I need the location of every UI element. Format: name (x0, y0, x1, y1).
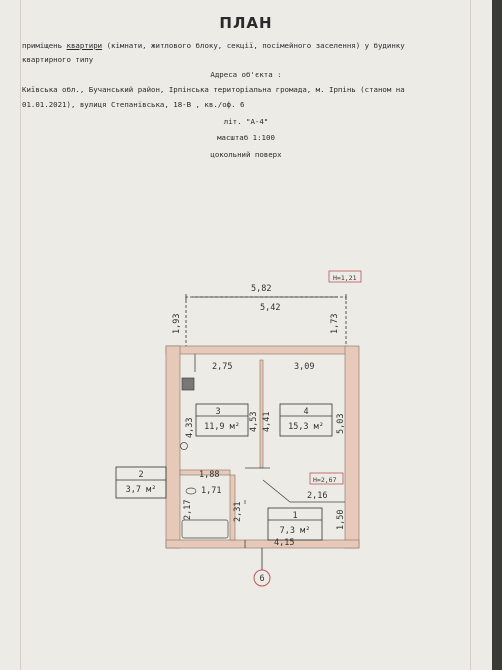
address-label: Адреса об'єкта : (210, 70, 282, 79)
wall-bottom (165, 539, 360, 549)
address-line-2: 01.01.2021), вулиця Степанівська, 18-В ,… (22, 100, 245, 109)
wall-left (165, 345, 181, 549)
premises-word: приміщень (22, 41, 63, 50)
height-interior: H=2,67 (313, 476, 337, 484)
dim-171: 1,71 (201, 486, 221, 496)
address-line-1: Київська обл., Бучанський район, Ірпінсь… (22, 85, 405, 94)
header-line-1-rest: (кімнати, житлового блоку, секції, посім… (106, 41, 405, 50)
dim-188: 1,88 (199, 470, 219, 480)
sink-icon (180, 442, 188, 450)
dim-503: 5,03 (336, 414, 346, 434)
scale-label: масштаб 1:100 (217, 133, 275, 142)
height-badges (309, 270, 362, 485)
dim-top-inner: 5,42 (260, 303, 280, 313)
entrance-number: 6 (259, 574, 264, 584)
apartment-word: квартири (66, 41, 103, 50)
toilet-icon (185, 487, 197, 495)
floor-label: цокольний поверх (210, 150, 282, 159)
room-3-area: 11,9 м² (204, 422, 240, 432)
room-box-4 (279, 403, 333, 437)
header-line-1: приміщень квартири (кімнати, житлового б… (22, 41, 405, 50)
height-balcony: H=1,21 (333, 274, 357, 282)
balcony-outline (185, 294, 347, 348)
room-box-1 (267, 507, 323, 541)
dim-right-balcony: 1,73 (330, 314, 340, 334)
room-box-3 (195, 403, 249, 437)
wall-right (344, 345, 360, 549)
wall-bath-top (179, 469, 231, 476)
dim-150: 1,50 (336, 510, 346, 530)
dim-275: 2,75 (212, 362, 232, 372)
walls (165, 345, 360, 549)
wall-top (165, 345, 349, 355)
room-4-number: 4 (303, 407, 308, 417)
interior-lines (194, 354, 345, 548)
margin-line-right (470, 0, 471, 670)
dim-216: 2,16 (307, 491, 327, 501)
room-2-area: 3,7 м² (126, 485, 157, 495)
room-boxes (115, 403, 333, 541)
dim-433: 4,33 (185, 418, 195, 438)
dim-453: 4,53 (249, 412, 259, 432)
dim-309: 3,09 (294, 362, 314, 372)
margin-line-left (20, 0, 21, 670)
dim-left-balcony: 1,93 (172, 314, 182, 334)
wall-bath-right (229, 474, 236, 541)
dim-217: 2,17 (183, 500, 193, 520)
dim-415: 4,15 (274, 538, 294, 548)
stove-icon (181, 377, 195, 391)
room-1-number: 1 (292, 511, 297, 521)
room-1-area: 7,3 м² (280, 526, 311, 536)
dim-231: 2,31 (233, 502, 243, 522)
lit-label: літ. "А-4" (223, 117, 269, 126)
dim-441: 4,41 (262, 412, 272, 432)
room-4-area: 15,3 м² (288, 422, 324, 432)
room-3-number: 3 (215, 407, 220, 417)
fixtures (180, 377, 229, 539)
page-title: ПЛАН (219, 14, 273, 32)
room-box-2 (115, 466, 167, 499)
bathtub-icon (181, 519, 229, 539)
room-2-number: 2 (138, 470, 143, 480)
dim-top-outer: 5,82 (251, 284, 271, 294)
entrance-marker (253, 548, 271, 587)
header-line-2: квартирного типу (22, 55, 94, 64)
